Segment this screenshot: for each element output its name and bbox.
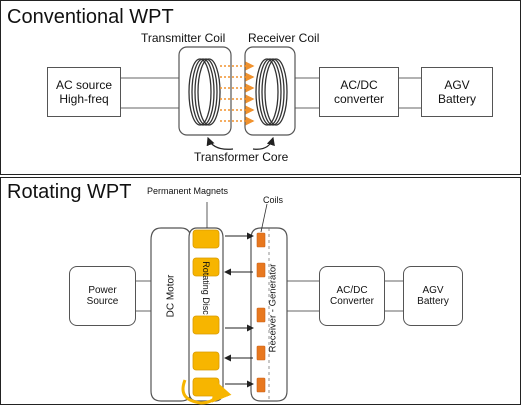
receiver-core [244,46,296,136]
conventional-wpt-title: Conventional WPT [7,6,174,28]
coils-label: Coils [263,195,284,205]
rotation-arrow [181,379,232,405]
converter-line1: AC/DC [340,78,378,92]
transmitter-coil [188,58,221,126]
conventional-wpt-panel: Conventional WPT [0,0,521,175]
core-pointers [206,136,275,150]
rotating-battery-line1: AGV [422,285,444,296]
rotating-converter-line2: Converter [330,296,374,307]
generator-coils [256,232,266,393]
rotating-battery-line2: Battery [417,296,449,307]
power-source-line2: Source [86,296,119,307]
battery-line1: AGV [444,78,470,92]
magnetic-flux-arrows [220,61,255,126]
power-source-line1: Power [88,285,117,296]
rotating-agv-battery-box: AGV Battery [403,266,463,326]
field-arrows [224,232,254,388]
rotating-wpt-title: Rotating WPT [7,181,132,203]
rotating-disc-label: Rotating Disc [201,261,211,315]
rotating-wpt-diagram [136,202,403,405]
dc-motor-label: DC Motor [165,274,177,318]
transmitter-coil-label: Transmitter Coil [141,31,226,45]
receiver-coil [255,58,288,126]
transformer-core-label: Transformer Core [194,150,289,164]
permanent-magnets-label: Permanent Magnets [147,186,229,196]
battery-line2: Battery [437,92,476,106]
ac-dc-converter-box: AC/DC converter [319,67,399,117]
ac-source-line2: High-freq [59,92,109,106]
ac-source-line1: AC source [55,78,113,92]
conventional-wpt-diagram [121,46,421,150]
rotating-converter-line1: AC/DC [336,285,368,296]
rotating-wpt-panel: Rotating WPT [0,177,521,405]
ac-source-box: AC source High-freq [47,67,121,117]
power-source-box: Power Source [69,266,136,326]
rotating-ac-dc-converter-box: AC/DC Converter [319,266,385,326]
receiver-coil-label: Receiver Coil [248,31,320,45]
converter-line2: converter [333,92,385,106]
receiver-generator-label: Receiver - Generator [267,263,279,353]
agv-battery-box: AGV Battery [421,67,493,117]
